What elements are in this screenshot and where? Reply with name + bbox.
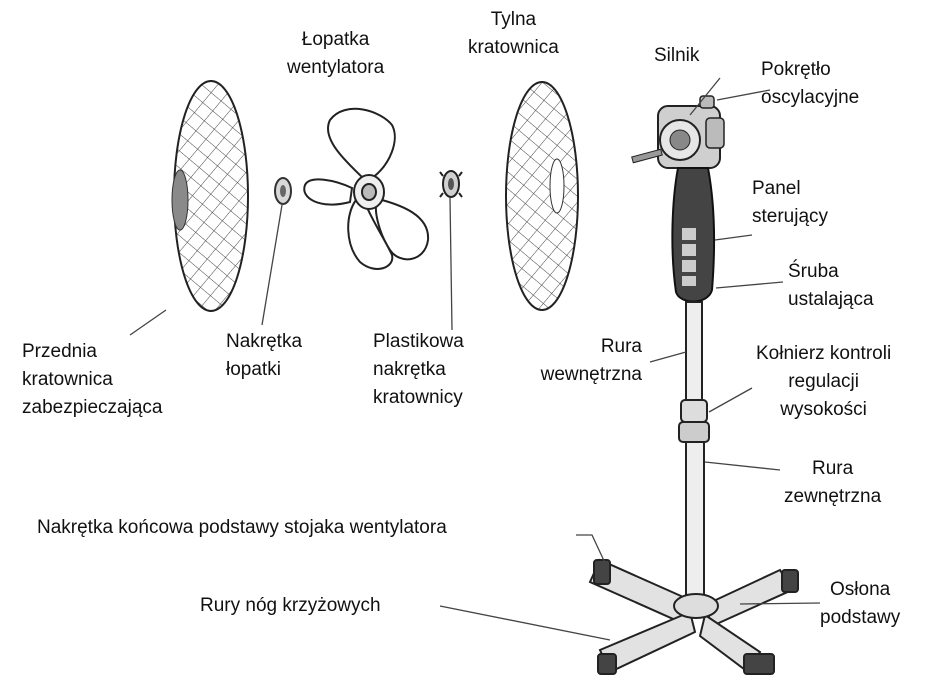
motor-drawing: [632, 96, 724, 168]
label-fixing-screw: Śrubaustalająca: [788, 258, 874, 314]
label-cross-legs: Rury nóg krzyżowych: [200, 592, 381, 620]
label-fan-blade: Łopatkawentylatora: [287, 26, 384, 82]
grill-nut-drawing: [440, 171, 462, 197]
label-outer-tube: Rurazewnętrzna: [784, 455, 881, 511]
label-front-grill: Przedniakratownicazabezpieczająca: [22, 338, 162, 422]
height-collar-drawing: [679, 400, 709, 442]
label-motor: Silnik: [654, 42, 699, 70]
label-inner-tube: Rurawewnętrzna: [516, 333, 642, 389]
label-height-collar: Kołnierz kontroliregulacjiwysokości: [756, 340, 891, 424]
inner-tube-drawing: [686, 302, 702, 402]
fan-blade-drawing: [304, 109, 428, 269]
label-grill-nut: Plastikowanakrętkakratownicy: [373, 328, 464, 412]
label-control-panel: Panelsterujący: [752, 175, 828, 231]
front-grill-drawing: [172, 81, 248, 311]
label-oscillation-knob: Pokrętłooscylacyjne: [761, 56, 859, 112]
label-base-cover: Osłonapodstawy: [820, 576, 900, 632]
label-rear-grill: Tylnakratownica: [468, 6, 559, 62]
blade-nut-drawing: [275, 178, 291, 204]
label-end-cap: Nakrętka końcowa podstawy stojaka wentyl…: [37, 514, 447, 542]
outer-tube-drawing: [686, 442, 704, 602]
rear-grill-drawing: [506, 82, 578, 310]
control-body-drawing: [672, 168, 714, 302]
base-cover-drawing: [674, 594, 718, 618]
label-blade-nut: Nakrętkałopatki: [226, 328, 302, 384]
